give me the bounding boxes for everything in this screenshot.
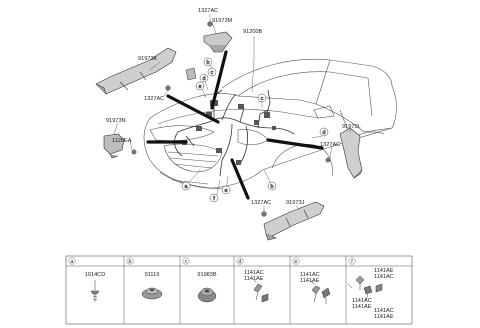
label-1327ac-top: 1327AC	[198, 8, 218, 14]
bolt-icon	[131, 21, 331, 217]
legend-part-f-4: 1141AE	[352, 304, 372, 310]
label-91973l: 91973L	[342, 124, 361, 130]
legend-part-1014cd: 1014CD	[85, 272, 106, 278]
label-91973k: 91973K	[138, 56, 158, 62]
label-91973m: 91973M	[212, 18, 233, 24]
callout-a: a	[181, 181, 191, 191]
label-1327ac-right: 1327AC	[320, 142, 340, 148]
callout-b-second: b	[267, 181, 277, 191]
bracket-mount	[185, 67, 197, 81]
callout-f: f	[209, 193, 219, 203]
protector-91973n	[103, 133, 125, 159]
svg-text:c: c	[261, 96, 264, 102]
protector-91973m	[203, 31, 233, 53]
svg-text:c: c	[211, 70, 214, 76]
callout-c-second: c	[257, 93, 267, 103]
legend-part-91119: 91119	[145, 272, 160, 278]
legend-part-f-3: 1141AC	[352, 298, 372, 304]
svg-text:d: d	[203, 76, 206, 82]
callout-e-second: e	[195, 81, 205, 91]
svg-text:e: e	[199, 84, 202, 90]
svg-text:f: f	[213, 196, 215, 202]
clip-icon	[251, 277, 269, 303]
callout-e: e	[221, 185, 231, 195]
legend-header-a: a	[68, 257, 76, 265]
callout-d: d	[319, 127, 329, 137]
part-number-labels: 1327AC 91973M 91200B 91973K 1327AC 91973…	[106, 8, 361, 206]
callout-d-second: d	[199, 73, 209, 83]
callout-markers: a b c d e f c b	[181, 57, 329, 203]
svg-text:e: e	[295, 259, 298, 265]
label-91973n: 91973N	[106, 118, 126, 124]
legend-header-c: c	[182, 257, 190, 265]
label-1128ea: 1128EA	[112, 138, 132, 144]
protector-91973j	[263, 201, 325, 241]
label-91973j: 91973J	[286, 200, 305, 206]
grommet-large-icon	[197, 287, 217, 303]
legend-part-f-1: 1141AE	[374, 268, 394, 274]
pointer-lines	[146, 50, 324, 200]
protector-91973k	[95, 47, 177, 95]
protector-91973l	[339, 127, 363, 179]
legend-part-f-2: 1141AC	[374, 274, 394, 280]
svg-text:d: d	[239, 259, 242, 265]
legend-part-d-1: 1141AC	[244, 270, 264, 276]
svg-text:c: c	[185, 259, 188, 265]
legend-part-e-1: 1141AC	[300, 272, 320, 278]
svg-text:d: d	[323, 130, 326, 136]
label-1327ac-left: 1327AC	[144, 96, 164, 102]
svg-text:b: b	[207, 60, 210, 66]
leader-lines	[113, 14, 351, 212]
svg-text:a: a	[71, 259, 74, 265]
svg-text:b: b	[271, 184, 274, 190]
legend-part-d-2: 1141AE	[244, 276, 264, 282]
legend-header-d: d	[236, 257, 244, 265]
clip-pair-icon	[309, 279, 331, 304]
legend-part-e-2: 1141AE	[300, 278, 320, 284]
svg-text:b: b	[129, 259, 132, 265]
legend-table: a b c d e f 1014CD 911	[65, 255, 413, 325]
legend-part-f-6: 1141AE	[374, 314, 394, 320]
legend-header-e: e	[292, 257, 300, 265]
svg-text:e: e	[225, 188, 228, 194]
label-1327ac-bottom: 1327AC	[251, 200, 271, 206]
legend-header-b: b	[126, 257, 134, 265]
svg-text:f: f	[351, 259, 353, 265]
legend-header-f: f	[348, 257, 356, 265]
callout-c: c	[207, 67, 217, 77]
grommet-icon	[141, 287, 163, 300]
screw-icon	[90, 280, 100, 302]
clip-set-icon	[347, 275, 383, 301]
callout-b: b	[203, 57, 213, 67]
label-91200b: 91200B	[243, 29, 263, 35]
legend-part-f-5: 1141AC	[374, 308, 394, 314]
legend-part-91983b: 91983B	[197, 272, 217, 278]
svg-text:a: a	[185, 184, 188, 190]
